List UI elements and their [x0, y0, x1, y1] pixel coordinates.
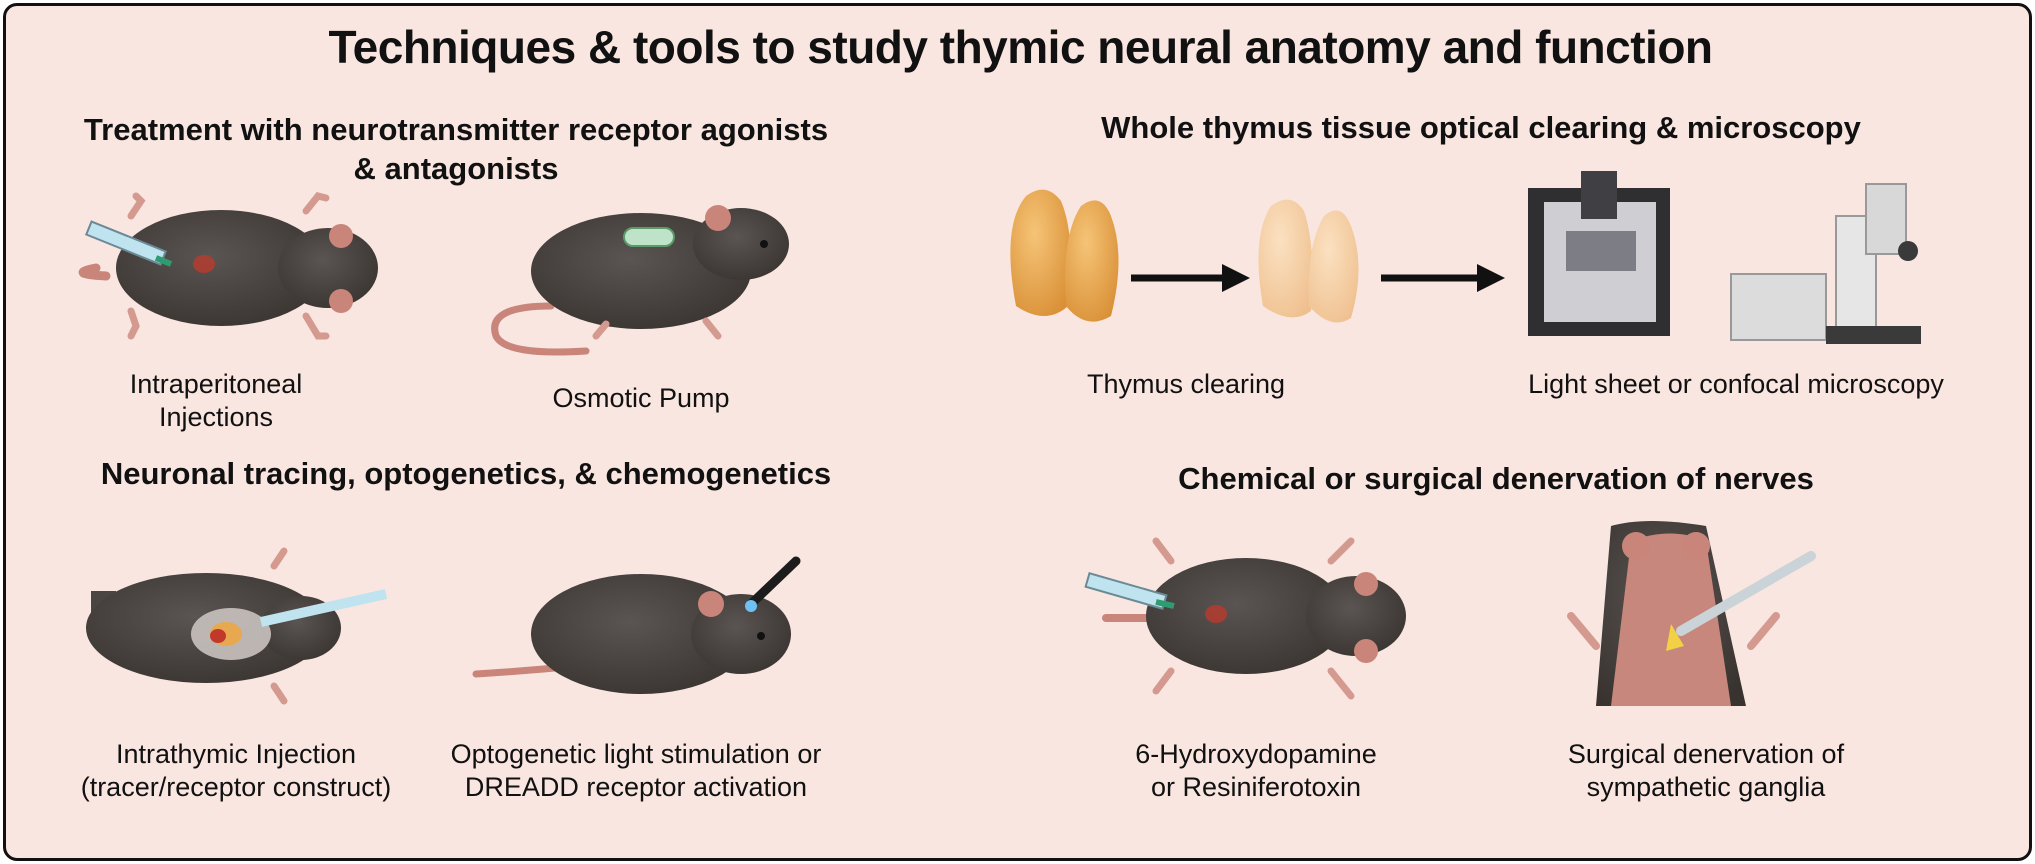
mouse-chemical-denervation-illustration: [1084, 537, 1406, 700]
heading-line: Treatment with neurotransmitter receptor…: [83, 112, 829, 147]
caption-line: Intraperitoneal: [129, 369, 303, 399]
illustrations: [78, 171, 1921, 706]
caption-intrathymic-injection: Intrathymic Injection (tracer/receptor c…: [46, 738, 426, 804]
mouse-intrathymic-injection-illustration: [86, 547, 388, 705]
caption-line: Injections: [158, 402, 274, 432]
section-heading-denervation: Chemical or surgical denervation of nerv…: [1178, 461, 1814, 496]
mouse-optogenetics-illustration: [472, 556, 801, 694]
mouse-surgical-denervation-illustration: [1567, 521, 1816, 706]
thymus-raw-illustration: [1010, 189, 1119, 322]
caption-surgical-denervation: Surgical denervation of sympathetic gang…: [1546, 738, 1866, 804]
caption-line: Osmotic Pump: [552, 383, 730, 413]
caption-line: Thymus clearing: [1086, 369, 1286, 399]
caption-chemical-denervation: 6-Hydroxydopamine or Resiniferotoxin: [1106, 738, 1406, 804]
caption-line: 6-Hydroxydopamine: [1135, 739, 1377, 769]
caption-line: Surgical denervation of: [1567, 739, 1845, 769]
caption-line: sympathetic ganglia: [1586, 772, 1826, 802]
heading-line: & antagonists: [353, 151, 559, 186]
caption-microscopy: Light sheet or confocal microscopy: [1486, 368, 1986, 401]
mouse-ip-injection-illustration: [78, 192, 378, 340]
caption-line: (tracer/receptor construct): [80, 772, 392, 802]
figure-panel: Techniques & tools to study thymic neura…: [3, 3, 2032, 861]
caption-optogenetics: Optogenetic light stimulation or DREADD …: [426, 738, 846, 804]
figure-title: Techniques & tools to study thymic neura…: [328, 21, 1713, 73]
caption-osmotic-pump: Osmotic Pump: [496, 382, 786, 415]
thymus-cleared-illustration: [1258, 199, 1359, 323]
section-heading-treatment: Treatment with neurotransmitter receptor…: [36, 110, 876, 188]
caption-intraperitoneal: Intraperitoneal Injections: [86, 368, 346, 434]
light-sheet-microscope-illustration: [1528, 171, 1670, 336]
confocal-microscope-illustration: [1730, 183, 1921, 344]
mouse-osmotic-pump-illustration: [491, 205, 789, 356]
section-heading-clearing: Whole thymus tissue optical clearing & m…: [1101, 110, 1861, 145]
caption-line: Optogenetic light stimulation or: [450, 739, 822, 769]
caption-line: Light sheet or confocal microscopy: [1528, 369, 1944, 399]
section-heading-tracing: Neuronal tracing, optogenetics, & chemog…: [100, 456, 832, 491]
caption-thymus-clearing: Thymus clearing: [1036, 368, 1336, 401]
caption-line: Intrathymic Injection: [115, 739, 357, 769]
caption-line: DREADD receptor activation: [464, 772, 808, 802]
caption-line: or Resiniferotoxin: [1150, 772, 1362, 802]
